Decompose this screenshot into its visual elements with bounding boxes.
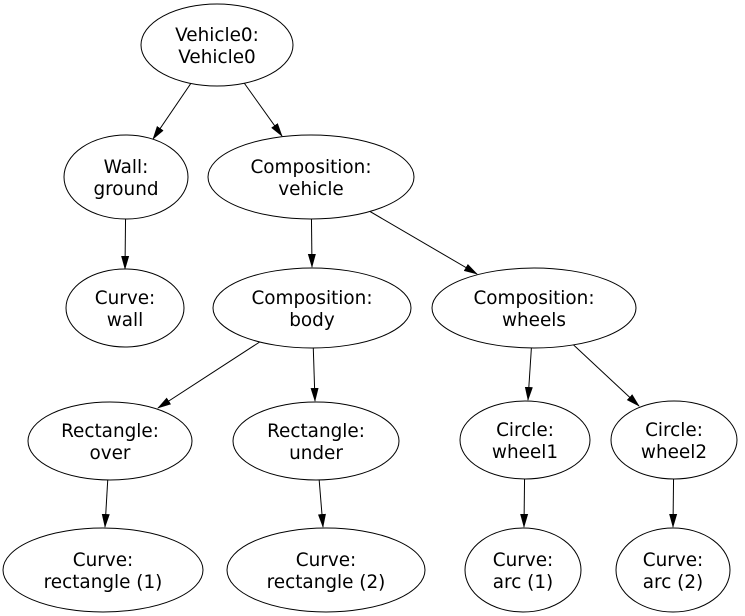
node-label-line2: rectangle (2) [267,572,386,593]
node-label-line2: wheels [502,310,566,331]
node-label-line1: Circle: [496,420,554,441]
node-ellipse [610,400,738,480]
node-curve-arc-1: Curve: arc (1) [464,527,582,613]
node-label-line2: wheel1 [492,442,558,463]
node-ellipse [615,527,731,613]
node-label-line1: Rectangle: [267,421,365,442]
node-vehicle0: Vehicle0: Vehicle0 [140,3,294,87]
node-label-line2: ground [93,179,158,200]
node-ellipse [212,267,412,349]
node-rectangle-over: Rectangle: over [27,401,193,481]
node-label-line1: Curve: [493,550,553,571]
node-label-line1: Vehicle0: [175,25,259,46]
node-ellipse [459,400,591,480]
node-label-line2: body [289,310,335,331]
node-ellipse [65,268,185,348]
node-label-line1: Rectangle: [61,421,159,442]
node-label-line1: Circle: [645,420,703,441]
node-composition-vehicle: Composition: vehicle [207,134,415,220]
node-curve-rectangle-1: Curve: rectangle (1) [2,527,204,613]
node-label-line1: Curve: [73,550,133,571]
node-composition-body: Composition: body [212,267,412,349]
node-ellipse [2,527,204,613]
node-label-line1: Composition: [251,288,372,309]
node-label-line2: wheel2 [641,442,707,463]
node-curve-arc-2: Curve: arc (2) [615,527,731,613]
node-label-line2: arc (2) [643,572,703,593]
node-label-line1: Composition: [250,157,371,178]
node-ellipse [27,401,193,481]
node-label-line1: Wall: [104,157,149,178]
node-curve-wall: Curve: wall [65,268,185,348]
node-ellipse [140,3,294,87]
node-ellipse [226,527,426,613]
node-curve-rectangle-2: Curve: rectangle (2) [226,527,426,613]
node-ellipse [63,134,189,220]
node-label-line2: under [289,443,343,464]
node-ellipse [464,527,582,613]
node-label-line1: Composition: [473,288,594,309]
node-rectangle-under: Rectangle: under [232,401,400,481]
node-label-line2: wall [107,310,144,331]
node-label-line1: Curve: [95,288,155,309]
node-ellipse [232,401,400,481]
node-label-line2: rectangle (1) [44,572,163,593]
node-ellipse [431,267,637,349]
node-circle-wheel2: Circle: wheel2 [610,400,738,480]
node-label-line2: Vehicle0 [178,47,255,68]
node-label-line1: Curve: [643,550,703,571]
node-label-line2: over [89,443,130,464]
node-ellipse [207,134,415,220]
node-label-line2: arc (1) [493,572,553,593]
node-circle-wheel1: Circle: wheel1 [459,400,591,480]
node-composition-wheels: Composition: wheels [431,267,637,349]
node-label-line2: vehicle [278,179,344,200]
node-layer: Vehicle0: Vehicle0 Wall: ground Composit… [2,3,738,613]
node-wall-ground: Wall: ground [63,134,189,220]
node-label-line1: Curve: [296,550,356,571]
